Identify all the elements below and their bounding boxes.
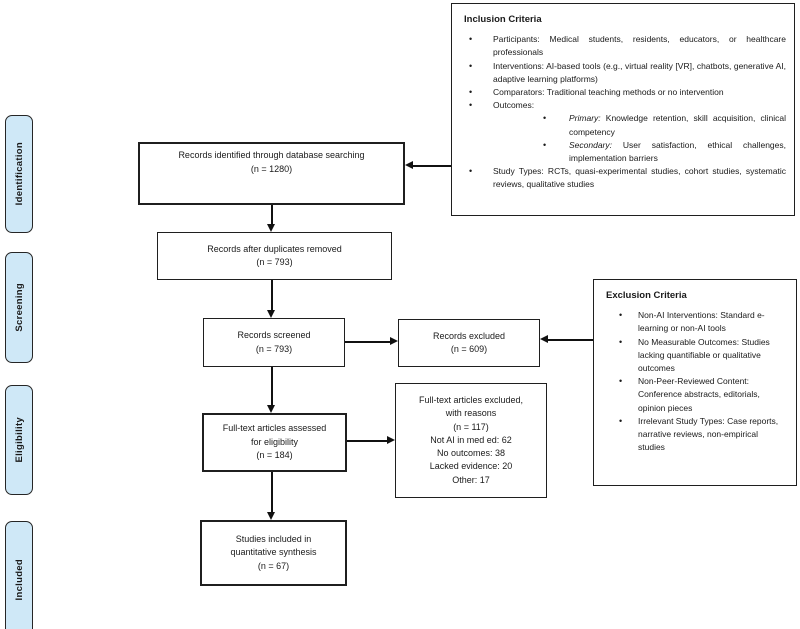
bullet-icon: • xyxy=(469,34,473,45)
inclusion-subbullet-secondary: • Secondary: User satisfaction, ethical … xyxy=(452,139,794,165)
stage-included: Included xyxy=(5,521,33,629)
arrow-down-icon xyxy=(267,310,275,318)
bullet-icon: • xyxy=(619,415,623,426)
arrow-exclusion-to-excluded-line xyxy=(548,339,593,341)
exclusion-bullet-non-ai: • Non-AI Interventions: Standard e-learn… xyxy=(594,309,796,335)
stage-eligibility-label: Eligibility xyxy=(13,417,25,463)
arrow-screened-to-excluded-line xyxy=(345,341,390,343)
exclusion-criteria-box: Exclusion Criteria • Non-AI Intervention… xyxy=(593,279,797,486)
records-screened-box: Records screened (n = 793) xyxy=(203,318,345,367)
primary-text: Knowledge retention, skill acquisition, … xyxy=(569,113,786,137)
stage-included-label: Included xyxy=(13,559,25,601)
arrow-inclusion-to-identified-line xyxy=(413,165,451,167)
arrow-fulltext-to-included-line xyxy=(271,472,273,512)
exclusion-bullet-irrelevant-types: • Irrelevant Study Types: Case reports, … xyxy=(594,415,796,455)
bullet-icon: • xyxy=(619,310,623,321)
secondary-lead: Secondary: xyxy=(569,139,612,150)
bullet-icon: • xyxy=(469,166,473,177)
arrow-fulltext-to-ftexcluded-line xyxy=(347,440,387,442)
arrow-down-icon xyxy=(267,405,275,413)
secondary-text: User satisfaction, ethical challenges, i… xyxy=(569,139,786,164)
exclusion-bullet-no-outcomes: • No Measurable Outcomes: Studies lackin… xyxy=(594,336,796,376)
bullet-icon: • xyxy=(469,60,473,71)
arrow-duplicates-to-screened-line xyxy=(271,280,273,310)
arrow-right-icon xyxy=(390,337,398,345)
bullet-icon: • xyxy=(543,113,547,124)
inclusion-bullet-participants: • Participants: Medical students, reside… xyxy=(452,33,794,59)
inclusion-criteria-title: Inclusion Criteria xyxy=(464,14,542,25)
records-excluded-box: Records excluded (n = 609) xyxy=(398,319,540,367)
stage-identification-label: Identification xyxy=(13,142,25,206)
inclusion-criteria-box: Inclusion Criteria • Participants: Medic… xyxy=(451,3,795,216)
arrow-left-icon xyxy=(405,161,413,169)
inclusion-bullet-comparators: • Comparators: Traditional teaching meth… xyxy=(452,86,794,99)
bullet-icon: • xyxy=(469,100,473,111)
arrow-identified-to-duplicates-line xyxy=(271,205,273,224)
exclusion-bullet-non-peer-reviewed: • Non-Peer-Reviewed Content: Conference … xyxy=(594,375,796,415)
arrow-down-icon xyxy=(267,224,275,232)
bullet-icon: • xyxy=(619,336,623,347)
arrow-left-icon xyxy=(540,335,548,343)
fulltext-excluded-box: Full-text articles excluded, with reason… xyxy=(395,383,547,498)
arrow-screened-to-fulltext-line xyxy=(271,367,273,405)
bullet-icon: • xyxy=(619,376,623,387)
bullet-icon: • xyxy=(469,87,473,98)
fulltext-assessed-box: Full-text articles assessed for eligibil… xyxy=(202,413,347,472)
arrow-right-icon xyxy=(387,436,395,444)
inclusion-subbullet-primary: • Primary: Knowledge retention, skill ac… xyxy=(452,112,794,138)
inclusion-bullet-study-types: • Study Types: RCTs, quasi-experimental … xyxy=(452,165,794,191)
inclusion-bullet-outcomes: • Outcomes: xyxy=(452,99,794,112)
arrow-down-icon xyxy=(267,512,275,520)
primary-lead: Primary: xyxy=(569,113,601,124)
studies-included-box: Studies included in quantitative synthes… xyxy=(200,520,347,586)
inclusion-bullet-interventions: • Interventions: AI-based tools (e.g., v… xyxy=(452,60,794,86)
stage-screening-label: Screening xyxy=(13,283,25,332)
stage-screening: Screening xyxy=(5,252,33,363)
stage-identification: Identification xyxy=(5,115,33,233)
records-identified-box: Records identified through database sear… xyxy=(138,142,405,205)
exclusion-criteria-title: Exclusion Criteria xyxy=(606,290,687,301)
duplicates-removed-box: Records after duplicates removed (n = 79… xyxy=(157,232,392,280)
stage-eligibility: Eligibility xyxy=(5,385,33,495)
bullet-icon: • xyxy=(543,139,547,150)
